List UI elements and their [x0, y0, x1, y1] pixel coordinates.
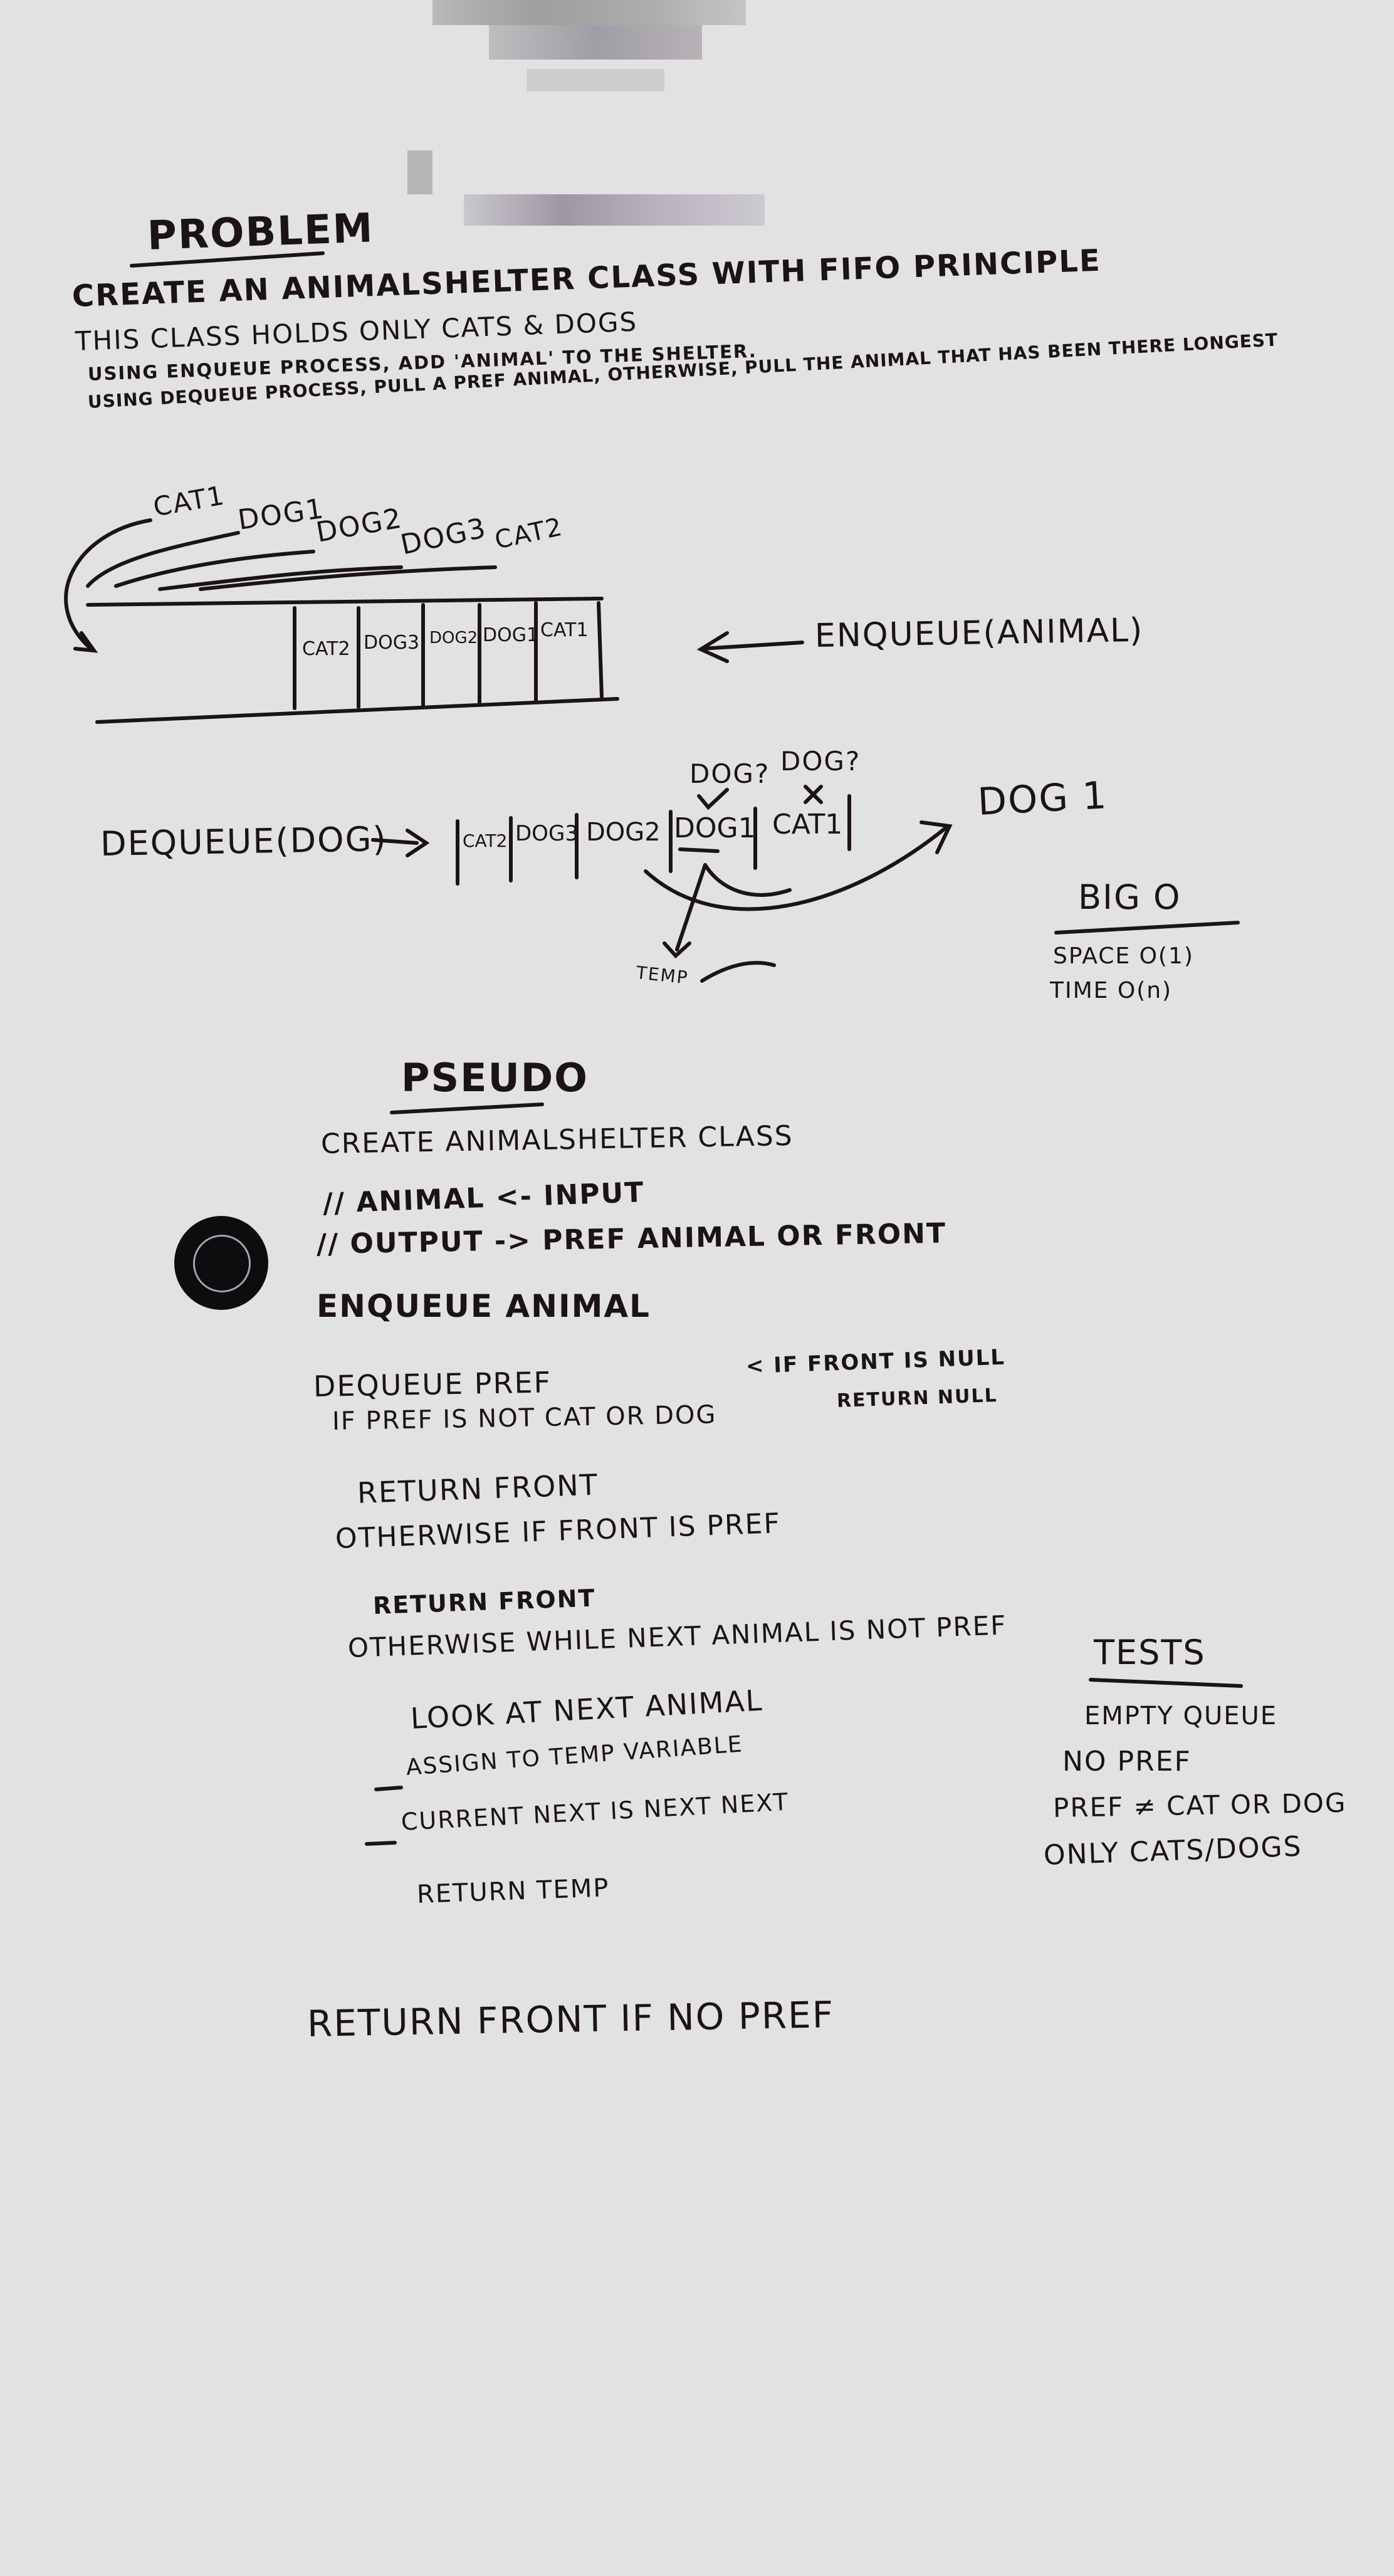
dequeue-cell: DOG3 — [515, 821, 579, 846]
bullet-dash — [374, 1786, 403, 1791]
redacted-strip — [407, 150, 432, 194]
dequeue-dash-arrow — [678, 847, 720, 853]
redacted-strip — [489, 25, 702, 60]
pseudo-underline — [390, 1102, 544, 1114]
temp-tail — [700, 961, 776, 983]
queue-top-line — [86, 597, 604, 607]
dequeue-label: DEQUEUE(DOG) — [100, 819, 388, 864]
problem-heading: PROBLEM — [146, 205, 375, 259]
enqueue-arrow — [86, 531, 240, 588]
enqueue-label: ENQUEUE(ANIMAL) — [814, 611, 1144, 655]
queue-bottom-line — [95, 697, 619, 724]
result-arrow-head — [920, 820, 953, 854]
queue-cell: CAT2 — [302, 638, 350, 660]
pseudo-line: DEQUEUE PREF — [313, 1365, 552, 1403]
test-item: EMPTY QUEUE — [1084, 1702, 1278, 1730]
redacted-strip — [464, 194, 765, 226]
test-item: PREF ≠ CAT OR DOG — [1052, 1787, 1347, 1823]
redacted-strip — [432, 0, 746, 25]
dequeue-result: DOG 1 — [977, 773, 1109, 824]
temp-arrow-head — [663, 941, 691, 959]
dequeue-cell: CAT2 — [463, 830, 508, 851]
big-o-space: SPACE O(1) — [1053, 943, 1194, 969]
queue-cell: CAT1 — [540, 619, 589, 641]
enqueue-arrow-head — [73, 631, 98, 653]
dog-check-label: DOG? — [689, 758, 770, 789]
tests-heading: TESTS — [1094, 1633, 1206, 1672]
enqueue-arrow — [199, 565, 497, 591]
redacted-strip — [527, 69, 664, 92]
test-item: NO PREF — [1062, 1746, 1192, 1778]
enqueue-arrow — [64, 518, 152, 651]
enqueue-pointer-head — [696, 631, 729, 663]
whiteboard-magnet — [174, 1216, 268, 1310]
big-o-underline — [1054, 921, 1240, 935]
check-mark — [697, 788, 729, 810]
problem-underline — [130, 251, 325, 268]
result-arrow — [644, 825, 948, 911]
dequeue-dash-arrow-head — [406, 829, 430, 857]
x-mark — [804, 785, 823, 804]
enqueue-arrow — [114, 550, 315, 588]
temp-arrow — [675, 863, 707, 951]
pointer-curve — [703, 863, 792, 897]
tests-underline — [1089, 1678, 1243, 1688]
queue-divider — [597, 601, 604, 699]
dequeue-cell: CAT1 — [772, 809, 843, 840]
pseudo-heading: PSEUDO — [401, 1055, 589, 1101]
bullet-dash — [365, 1841, 397, 1846]
queue-cell: DOG1 — [483, 624, 539, 646]
queue-cell: DOG2 — [429, 629, 478, 647]
queue-cell: DOG3 — [364, 632, 420, 654]
dequeue-cell: DOG2 — [586, 818, 661, 847]
dog-check-label: DOG? — [780, 746, 861, 777]
enqueue-arrow — [158, 565, 403, 591]
enqueue-pointer — [700, 641, 804, 651]
pseudo-line: ENQUEUE ANIMAL — [317, 1288, 651, 1324]
dequeue-cell: DOG1 — [674, 812, 756, 844]
big-o-time: TIME O(n) — [1050, 978, 1173, 1003]
dequeue-dash-arrow — [371, 838, 419, 845]
big-o-heading: BIG O — [1078, 877, 1182, 917]
